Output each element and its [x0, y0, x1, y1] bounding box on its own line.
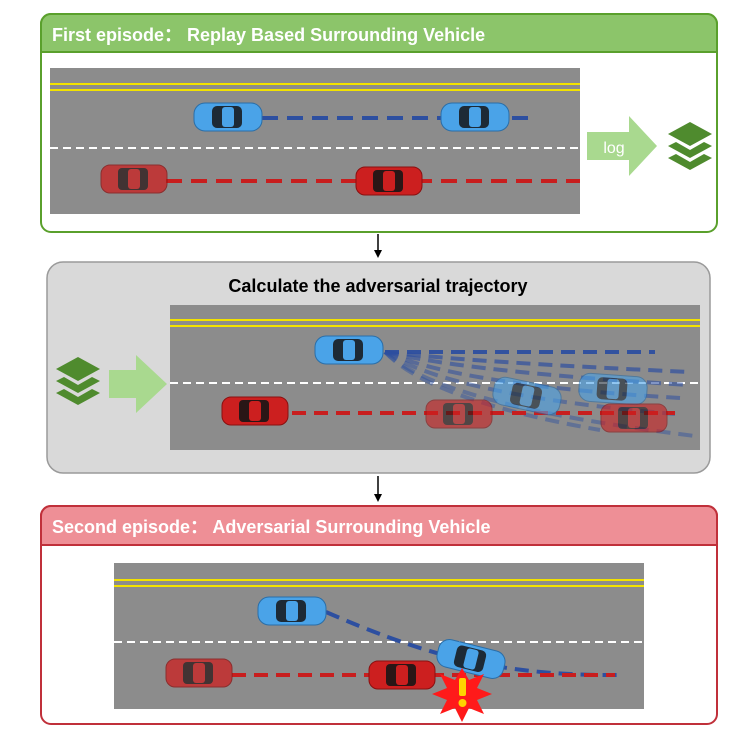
red-car-ghost-icon [425, 399, 493, 429]
second-panel-title: Second episode： Adversarial Surrounding … [52, 517, 490, 537]
first-panel-header [40, 13, 718, 53]
red-car-icon [221, 396, 289, 426]
first-episode-panel: First episode： Replay Based Surrounding … [40, 13, 718, 233]
middle-panel-title: Calculate the adversarial trajectory [228, 276, 527, 296]
first-panel-title: First episode： Replay Based Surrounding … [52, 25, 485, 45]
second-episode-panel: Second episode： Adversarial Surrounding … [40, 505, 718, 725]
log-label: log [603, 140, 624, 157]
red-car-icon [165, 658, 233, 688]
log-arrow: log [587, 116, 657, 176]
stack-layers-icon [56, 357, 100, 405]
blue-car-icon [257, 596, 327, 626]
stack-layers-icon [668, 122, 712, 170]
red-car-icon [368, 660, 436, 690]
blue-car-icon [193, 102, 263, 132]
blue-trajectory-fan [383, 350, 696, 438]
blue-car-icon [440, 102, 510, 132]
adversarial-calc-panel: Calculate the adversarial trajectory [46, 261, 711, 474]
second-panel-header [40, 505, 718, 546]
down-arrow-1 [374, 234, 382, 258]
input-arrow [109, 355, 167, 413]
blue-car-ghost-icon [578, 372, 648, 406]
red-car-icon [355, 166, 423, 196]
blue-car-icon [436, 639, 506, 679]
red-car-ghost-icon [600, 403, 668, 433]
blue-car-icon [314, 335, 384, 365]
red-car-icon [100, 164, 168, 194]
collision-burst-icon [432, 668, 492, 722]
blue-car-ghost-icon [492, 376, 562, 416]
down-arrow-2 [374, 476, 382, 502]
